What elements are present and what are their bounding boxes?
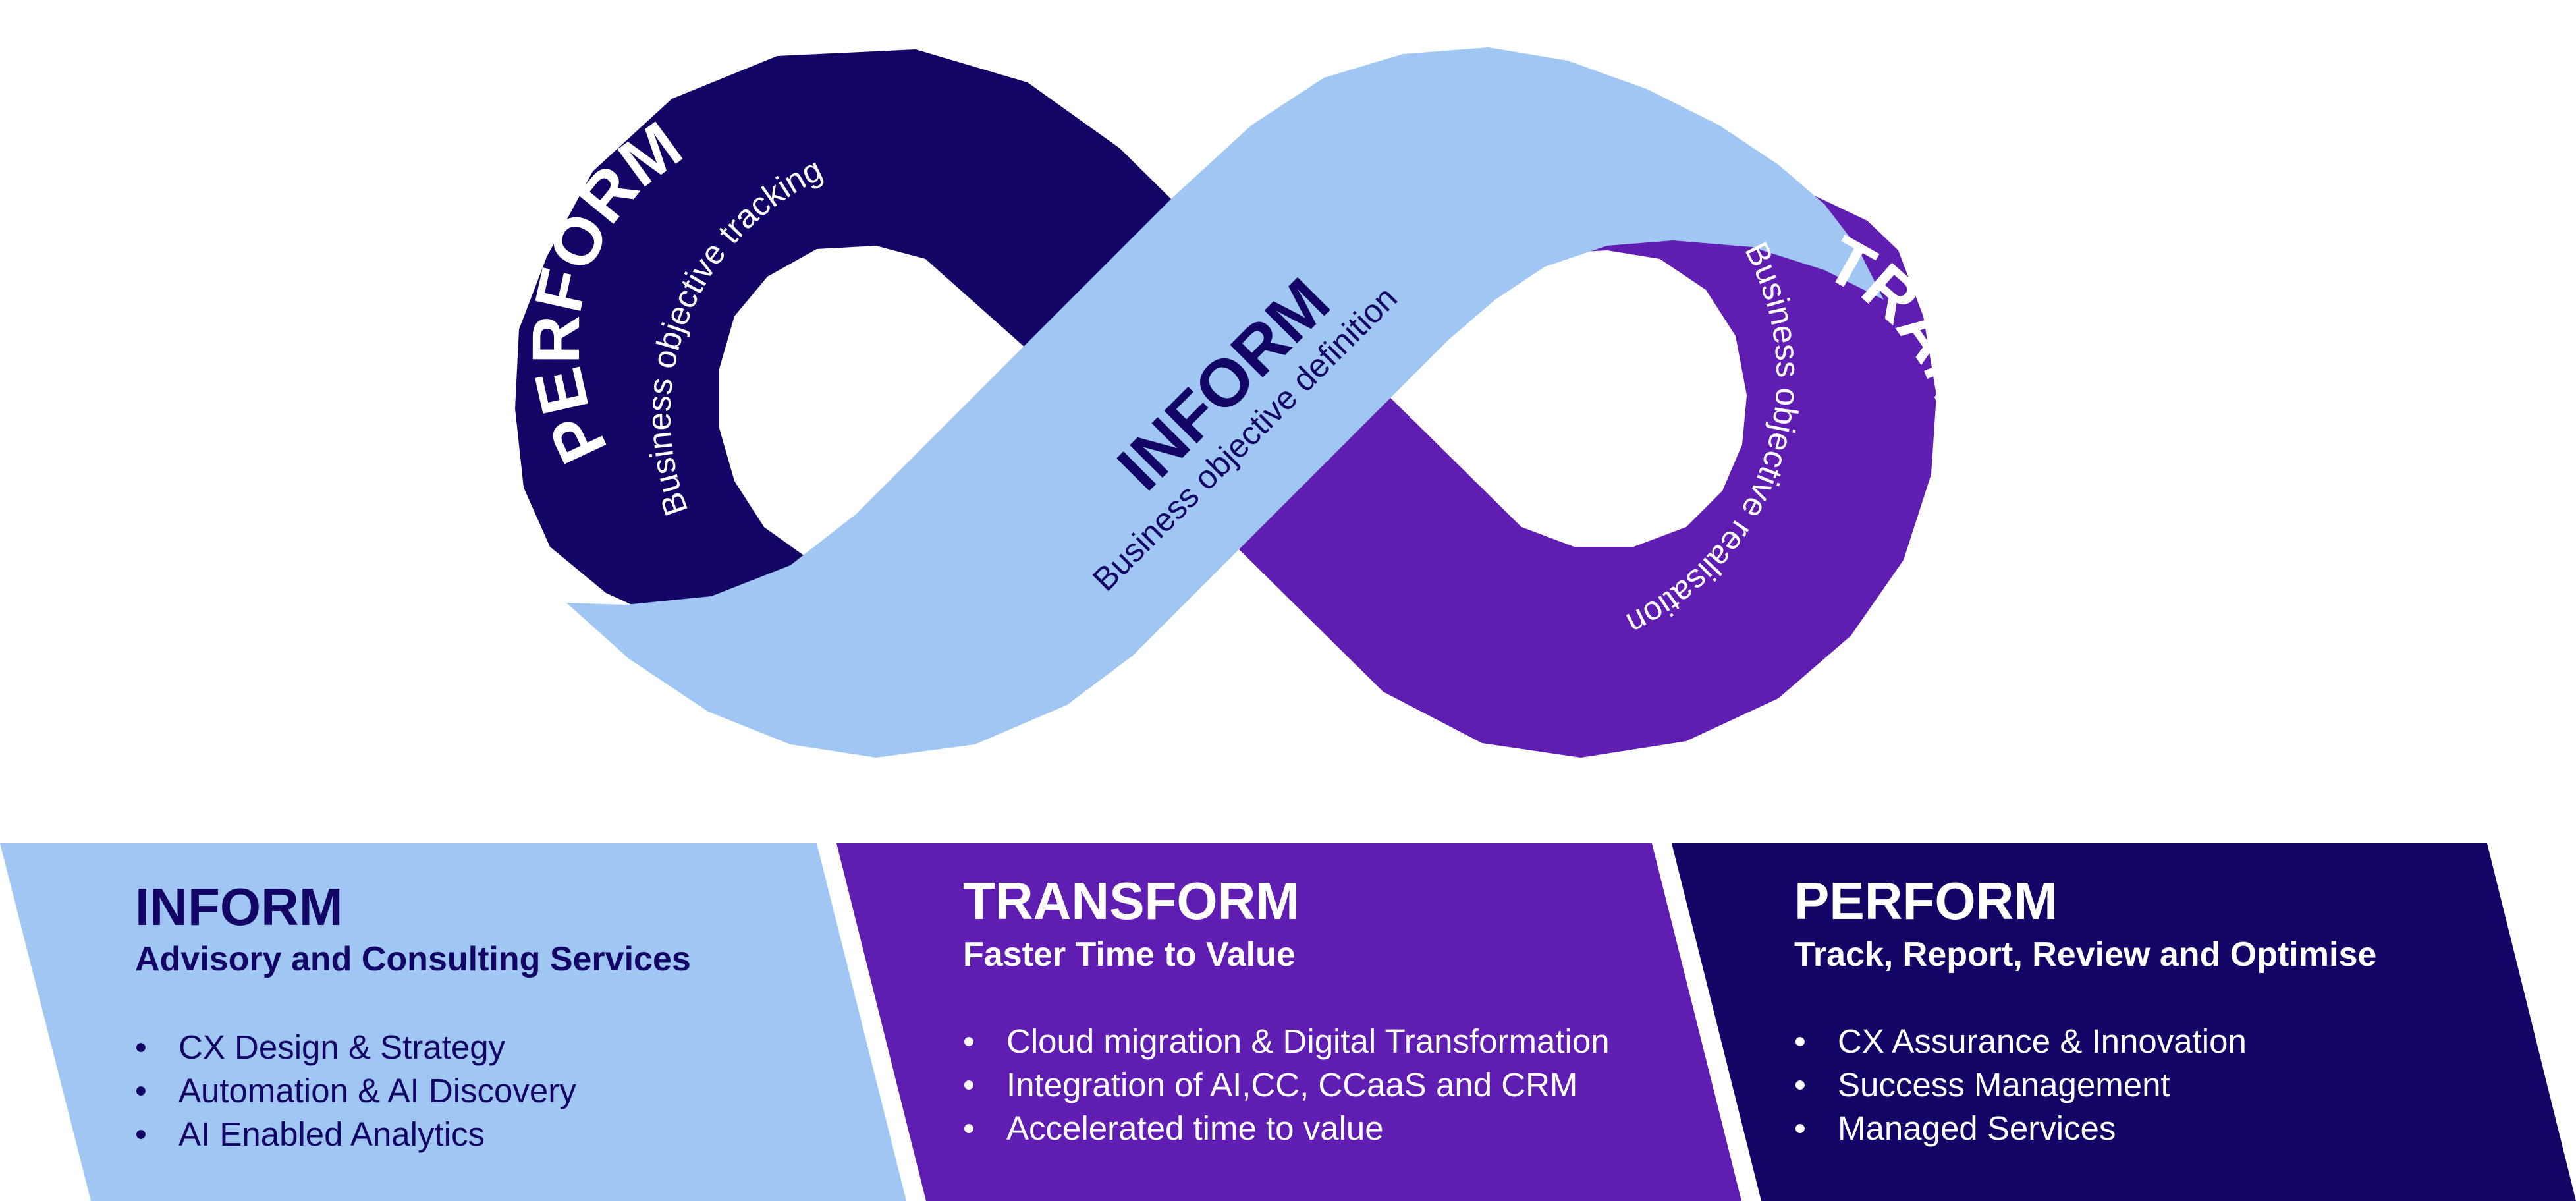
list-item: AI Enabled Analytics: [135, 1113, 576, 1156]
inform-band: [566, 47, 1884, 758]
list-item: CX Design & Strategy: [135, 1026, 576, 1069]
list-item: Automation & AI Discovery: [135, 1069, 576, 1113]
panel-perform-subtitle: Track, Report, Review and Optimise: [1794, 936, 2377, 974]
panel-inform-subtitle: Advisory and Consulting Services: [135, 940, 691, 978]
list-item: Integration of AI,CC, CCaaS and CRM: [963, 1063, 1610, 1107]
list-item: Cloud migration & Digital Transformation: [963, 1020, 1610, 1063]
panel-perform-list: CX Assurance & Innovation Success Manage…: [1794, 1020, 2247, 1150]
panel-transform-title: TRANSFORM: [963, 872, 1300, 930]
panel-perform-title: PERFORM: [1794, 872, 2058, 930]
panel-transform-list: Cloud migration & Digital Transformation…: [963, 1020, 1610, 1150]
panel-inform-list: CX Design & Strategy Automation & AI Dis…: [135, 1026, 576, 1156]
panel-transform-subtitle: Faster Time to Value: [963, 936, 1296, 974]
panel-inform-title: INFORM: [135, 878, 343, 936]
list-item: Managed Services: [1794, 1107, 2247, 1150]
perform-loop: [515, 49, 1219, 639]
transform-loop: [1232, 178, 1936, 758]
list-item: CX Assurance & Innovation: [1794, 1020, 2247, 1063]
list-item: Accelerated time to value: [963, 1107, 1610, 1150]
list-item: Success Management: [1794, 1063, 2247, 1107]
